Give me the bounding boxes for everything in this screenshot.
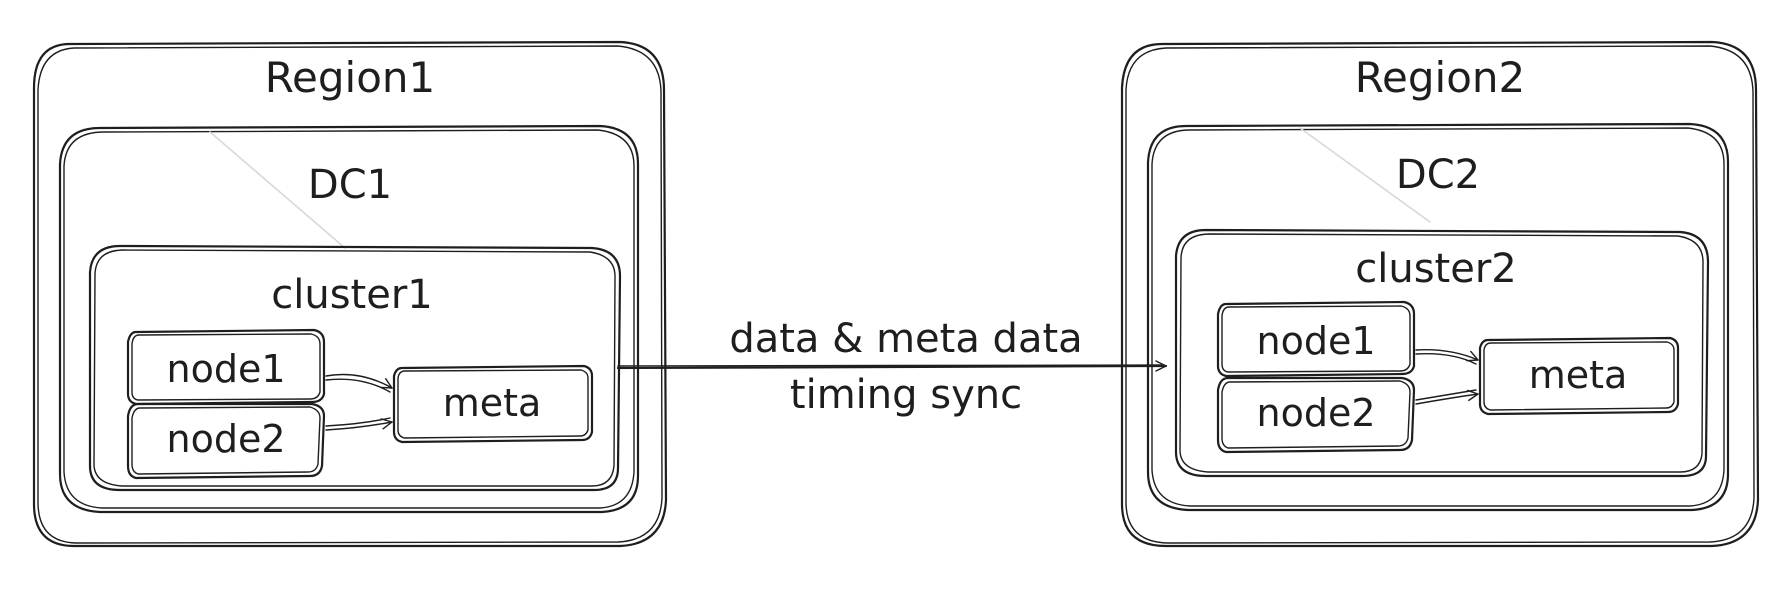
cluster1-node1-to-meta-arrow-echo <box>325 378 391 393</box>
dc1-box <box>58 124 640 514</box>
dc2-box <box>1146 122 1730 512</box>
cluster2-meta-label: meta <box>1529 353 1628 397</box>
cluster2-node2-to-meta-arrow-echo <box>1415 389 1477 401</box>
cluster2-node1-box <box>1216 300 1416 378</box>
cluster1-node1-box <box>126 328 326 406</box>
cluster1-label: cluster1 <box>271 272 432 318</box>
dc2-label: DC2 <box>1396 152 1480 198</box>
dc2-faint-connector <box>1299 127 1431 223</box>
region1-label-bg <box>262 48 422 104</box>
cluster1-meta-box <box>392 364 594 444</box>
sync-label-line1: data & meta data <box>729 316 1082 362</box>
cluster1-node2-to-meta-arrow <box>325 418 393 431</box>
cluster1-node1-label: node1 <box>166 347 285 391</box>
cluster1-node2-box <box>126 402 326 480</box>
region1-label: Region1 <box>265 53 436 102</box>
cluster2-meta-box <box>1478 336 1680 416</box>
dc1-label: DC1 <box>308 162 392 208</box>
cluster2-label: cluster2 <box>1355 246 1516 292</box>
cluster1-node2-label: node2 <box>166 417 285 461</box>
cluster2-node1-to-meta-arrow-echo <box>1415 353 1477 365</box>
region2-label: Region2 <box>1355 53 1526 102</box>
cluster2-node1-to-meta-arrow <box>1415 349 1479 362</box>
cluster1-node1-to-meta-arrow <box>325 373 393 389</box>
cluster2-node2-to-meta-arrow <box>1415 389 1479 405</box>
cluster2-node1-label: node1 <box>1256 319 1375 363</box>
cluster2-box <box>1174 228 1710 478</box>
sync-arrow <box>616 360 1168 372</box>
cluster1-meta-label: meta <box>443 381 542 425</box>
cluster1-box <box>88 244 622 492</box>
dc1-faint-connector <box>209 131 346 249</box>
cluster1-node2-to-meta-arrow-echo <box>325 417 391 427</box>
region1-box <box>32 40 668 548</box>
region2-box <box>1120 40 1760 548</box>
cluster2-node2-box <box>1216 376 1416 454</box>
region2-label-bg <box>1356 48 1522 104</box>
sync-label-line2: timing sync <box>790 372 1022 418</box>
sync-arrow-echo <box>617 364 1163 367</box>
cluster2-node2-label: node2 <box>1256 391 1375 435</box>
